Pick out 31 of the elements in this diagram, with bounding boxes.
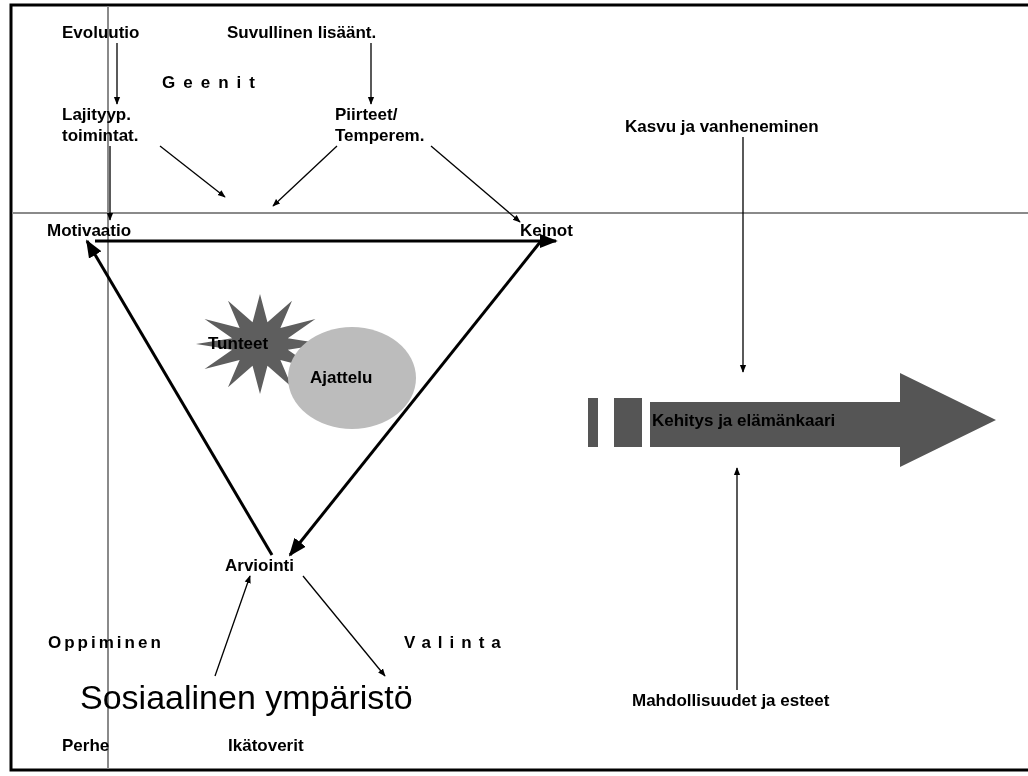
node-label: Keinot — [520, 220, 574, 241]
text-label: Oppiminen — [48, 632, 164, 653]
node-label: Tunteet — [208, 333, 269, 354]
node-label: Arviointi — [225, 555, 295, 576]
arrow — [85, 239, 274, 556]
arrow — [288, 240, 543, 557]
arrow — [106, 145, 114, 221]
text-label: Geenit — [162, 72, 263, 93]
node-label: Suvullinen lisäänt. — [227, 22, 378, 43]
node-label: Kasvu ja vanheneminen — [625, 116, 820, 137]
text-label: Ikätoverit — [228, 735, 304, 756]
arrow — [214, 575, 251, 677]
arrow — [95, 233, 558, 249]
arrow — [159, 145, 226, 198]
arrow — [113, 42, 121, 105]
node-label: Motivaatio — [47, 220, 133, 241]
node-label: Ajattelu — [310, 367, 373, 388]
node-label: Evoluutio — [62, 22, 141, 43]
node-label: Sosiaalinen ympäristö — [80, 677, 414, 718]
node-label: Mahdollisuudet ja esteet — [632, 690, 831, 711]
text-label: Perhe — [62, 735, 110, 756]
arrow — [430, 145, 521, 223]
node-label: Piirteet/ Temperem. — [335, 104, 426, 146]
arrow — [733, 467, 741, 691]
text-label: Valinta — [404, 632, 508, 653]
node-label: Kehitys ja elämänkaari — [652, 410, 836, 431]
arrow — [367, 42, 375, 105]
arrow — [739, 136, 747, 373]
arrow — [302, 575, 386, 677]
node-label: Lajityyp. toimintat. — [62, 104, 140, 146]
arrow — [272, 145, 338, 207]
